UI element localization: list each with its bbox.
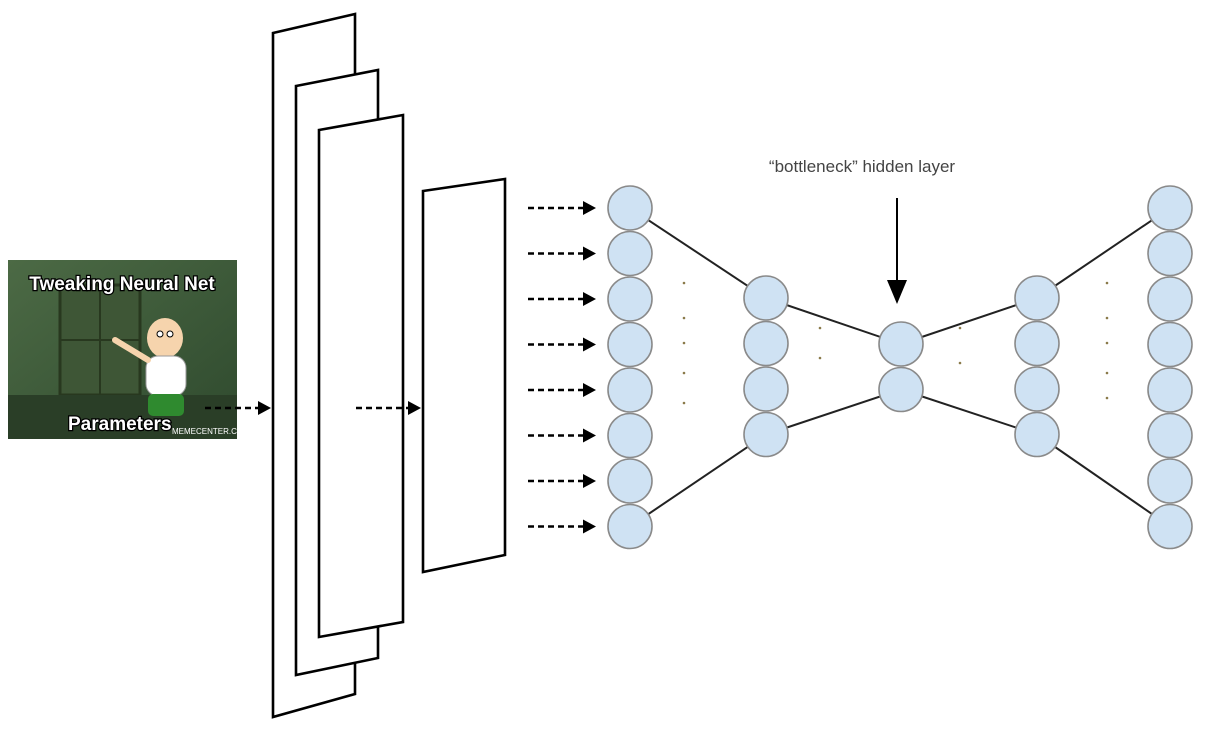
- edge-decoder-hidden-layer-bottom: [1036, 433, 1171, 528]
- ellipsis-encoder-3: [682, 341, 686, 345]
- meme-character: [112, 318, 187, 416]
- input-layer-node-1: [607, 185, 653, 231]
- meme-watermark: MEMECENTER.COM: [172, 427, 250, 436]
- output-layer-node-8: [1147, 503, 1193, 550]
- decoder-hidden-layer-node-1: [1014, 275, 1060, 321]
- ellipsis-bottleneck-right-2: [958, 361, 962, 365]
- feature-map-frame-3: [317, 113, 405, 639]
- feature-map-frame-4: [421, 177, 507, 574]
- ellipsis-bottleneck-left-2: [818, 356, 822, 360]
- ellipsis-encoder-2: [682, 316, 686, 320]
- bottleneck-layer-node-1: [878, 321, 924, 367]
- ellipsis-dots: [682, 281, 1109, 405]
- meme-bottom-text: Parameters: [68, 414, 172, 435]
- input-layer-node-3: [607, 276, 653, 322]
- edge-encoder-hidden-layer-bottom: [765, 388, 902, 436]
- meme-top-text: Tweaking Neural Net: [29, 274, 215, 295]
- ellipsis-decoder-1: [1105, 281, 1109, 285]
- input-arrow-head-6: [583, 428, 596, 443]
- network-nodes: [607, 185, 1193, 550]
- input-arrow-head-5: [583, 383, 596, 397]
- edge-bottleneck-layer-top: [900, 297, 1038, 345]
- arrow-meme-to-frames: [205, 401, 271, 415]
- encoder-hidden-layer-node-4: [743, 411, 789, 458]
- input-layer-node-2: [607, 230, 653, 277]
- edge-bottleneck-layer-bottom: [900, 388, 1038, 436]
- encoder-hidden-layer-node-2: [743, 320, 789, 367]
- input-arrow-head-8: [583, 519, 596, 534]
- ellipsis-encoder-5: [682, 401, 686, 405]
- meme-floor: [8, 395, 237, 439]
- output-layer-node-2: [1147, 230, 1193, 277]
- input-layer-node-5: [607, 367, 653, 413]
- arrow-frames-to-flat-layer: [356, 401, 421, 415]
- decoder-hidden-layer-node-2: [1014, 320, 1060, 367]
- input-arrow-head-7: [583, 474, 596, 488]
- ellipsis-encoder-1: [682, 281, 686, 285]
- output-layer-node-4: [1147, 321, 1193, 368]
- ellipsis-decoder-4: [1105, 371, 1109, 375]
- input-layer-node-8: [607, 503, 653, 550]
- input-arrow-head-2: [583, 246, 596, 261]
- edge-encoder-hidden-layer-top: [765, 297, 902, 345]
- meme-image: Tweaking Neural Net Parameters MEMECENTE…: [8, 260, 250, 439]
- bottleneck-layer-node-2: [878, 366, 924, 413]
- ellipsis-encoder-4: [682, 371, 686, 375]
- input-layer-node-7: [607, 458, 653, 504]
- ellipsis-decoder-2: [1105, 316, 1109, 320]
- ellipsis-decoder-3: [1105, 341, 1109, 345]
- edge-decoder-hidden-layer-top: [1036, 207, 1171, 299]
- output-layer-node-3: [1147, 276, 1193, 322]
- decoder-hidden-layer-node-4: [1014, 411, 1060, 458]
- bottleneck-pointer-arrow: [887, 198, 907, 304]
- output-layer-node-1: [1147, 185, 1193, 231]
- encoder-hidden-layer-node-3: [743, 366, 789, 412]
- edge-input-layer-bottom: [629, 433, 767, 528]
- edge-input-layer-top: [629, 207, 767, 299]
- ellipsis-decoder-5: [1105, 396, 1109, 400]
- encoder-hidden-layer-node-1: [743, 275, 789, 321]
- output-layer-node-6: [1147, 412, 1193, 459]
- input-arrows: [528, 201, 596, 534]
- output-layer-node-5: [1147, 367, 1193, 413]
- ellipsis-bottleneck-left-1: [818, 326, 822, 330]
- input-layer-node-6: [607, 412, 653, 459]
- network-edges: [629, 207, 1171, 528]
- decoder-hidden-layer-node-3: [1014, 366, 1060, 412]
- bottleneck-label: “bottleneck” hidden layer: [769, 157, 956, 176]
- input-layer-node-4: [607, 321, 653, 368]
- input-arrow-head-3: [583, 292, 596, 306]
- output-layer-node-7: [1147, 458, 1193, 504]
- ellipsis-bottleneck-right-1: [958, 326, 962, 330]
- input-arrow-head-1: [583, 201, 596, 215]
- input-arrow-head-4: [583, 337, 596, 352]
